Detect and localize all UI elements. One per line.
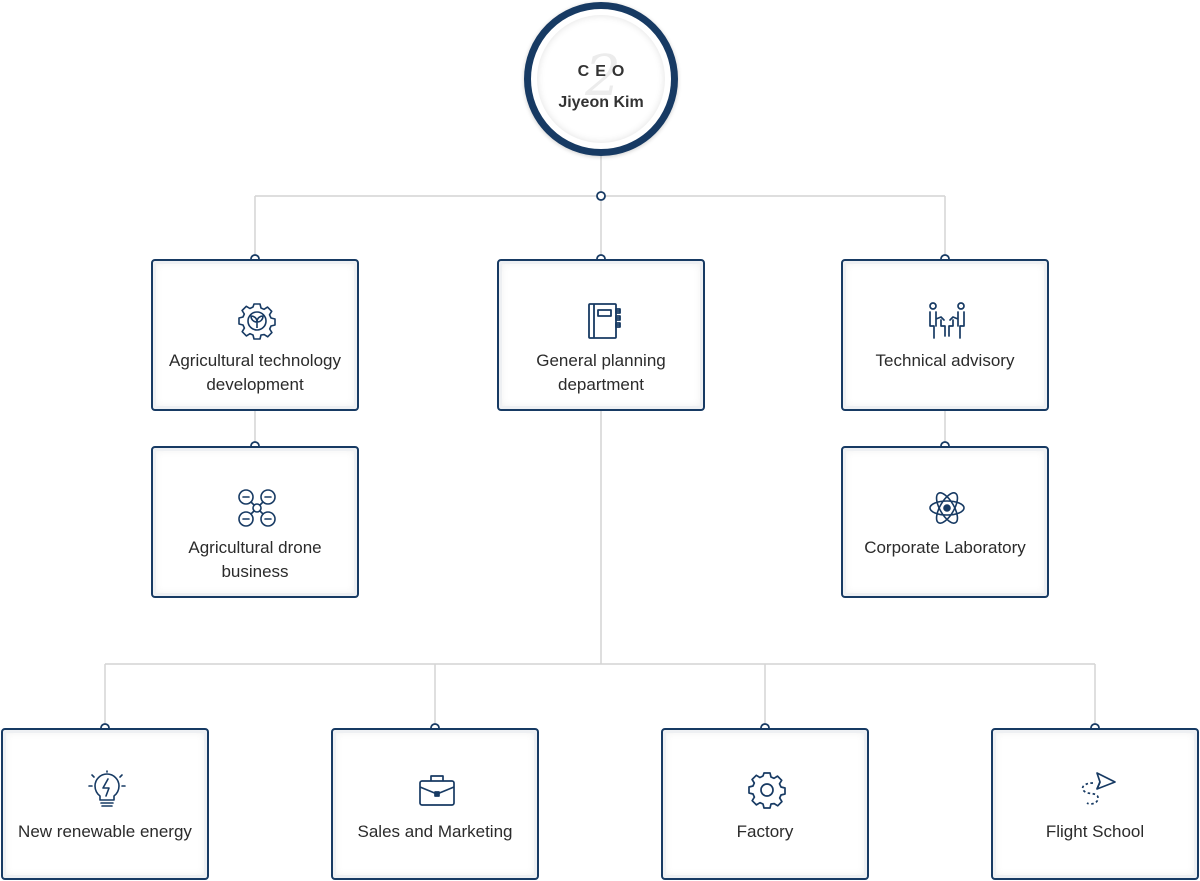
dept-sales-and-marketing: Sales and Marketing	[331, 728, 539, 880]
ceo-node: 2 CEO Jiyeon Kim	[524, 2, 678, 156]
ceo-name: Jiyeon Kim	[558, 94, 644, 111]
dept-label: General planning department	[536, 351, 666, 394]
lightbulb-icon	[88, 770, 126, 807]
ceo-watermark: 2	[585, 44, 621, 109]
dept-label: New renewable energy	[18, 822, 192, 841]
dept-label: Sales and Marketing	[357, 822, 513, 841]
gear-leaf-icon	[238, 303, 276, 340]
paper-plane-icon	[1081, 772, 1116, 805]
ceo-title: CEO	[577, 63, 631, 80]
dept-factory: Factory	[661, 728, 869, 880]
dept-label: Agricultural technology development	[169, 351, 341, 394]
atom-icon	[929, 492, 965, 524]
dept-general-planning: General planning department	[497, 259, 705, 411]
connector-node	[596, 191, 606, 201]
dept-flight-school: Flight School	[991, 728, 1199, 880]
briefcase-icon	[419, 775, 455, 806]
dept-technical-advisory: Technical advisory	[841, 259, 1049, 411]
dept-new-renewable-energy: New renewable energy	[1, 728, 209, 880]
dept-label: Factory	[736, 822, 794, 841]
people-discussion-icon	[929, 302, 965, 339]
dept-agricultural-drone: Agricultural drone business	[151, 446, 359, 598]
dept-corporate-laboratory: Corporate Laboratory	[841, 446, 1049, 598]
dept-label: Technical advisory	[875, 351, 1015, 370]
dept-label: Flight School	[1045, 822, 1145, 841]
dept-label: Corporate Laboratory	[864, 538, 1026, 557]
dept-agricultural-technology: Agricultural technology development	[151, 259, 359, 411]
gear-icon	[748, 772, 786, 809]
ceo-inner-ring: 2 CEO Jiyeon Kim	[537, 15, 665, 143]
dept-label: Agricultural drone business	[188, 538, 322, 581]
drone-icon	[238, 489, 276, 527]
notebook-icon	[588, 303, 621, 339]
